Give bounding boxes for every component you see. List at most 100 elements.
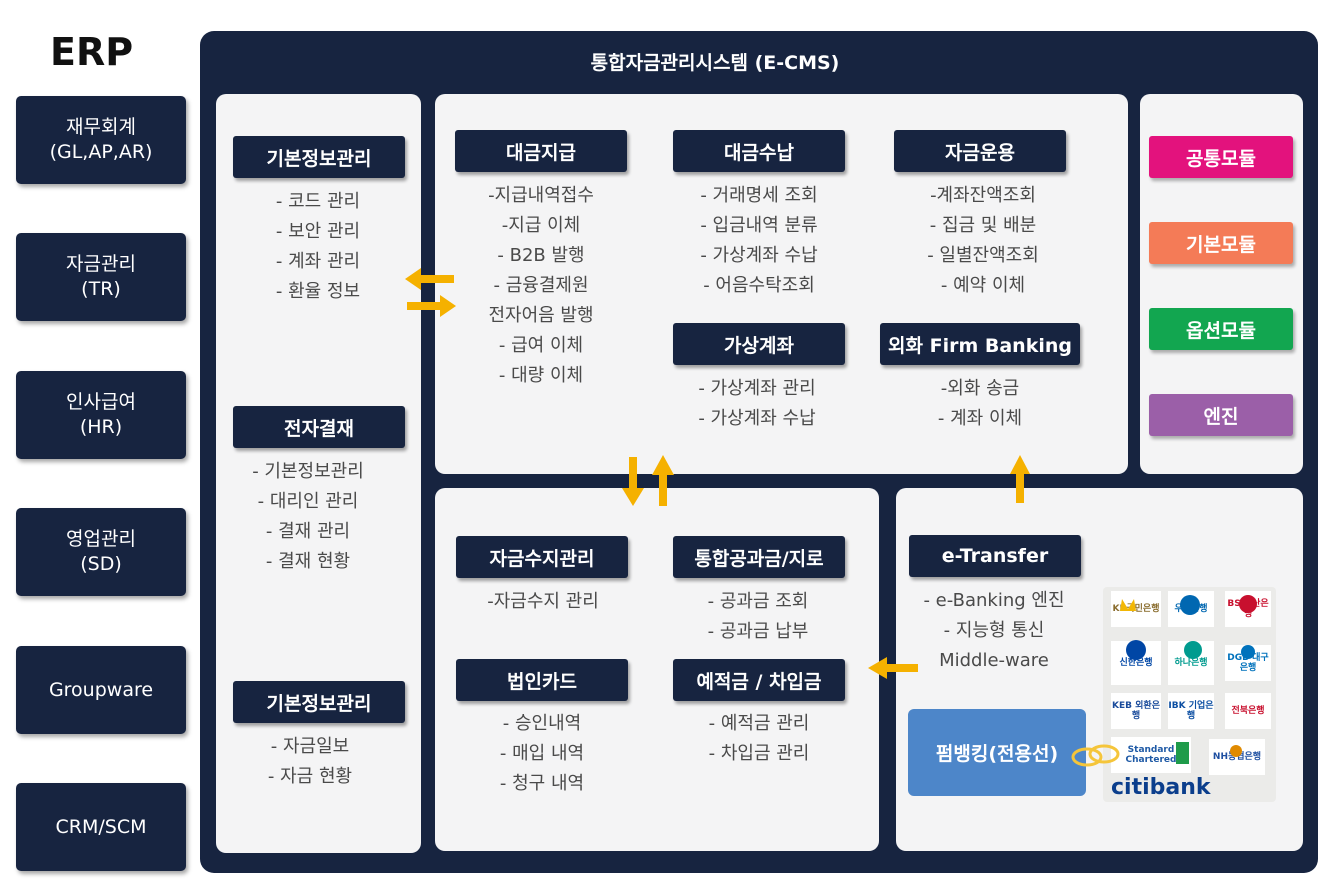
cashflow-items: -자금수지 관리 [443, 587, 643, 617]
corporate-card-items: - 승인내역 - 매입 내역 - 청구 내역 [442, 709, 642, 799]
payment-items: -지급내역접수 -지급 이체 - B2B 발행 - 금융결제원 전자어음 발행 … [441, 181, 641, 391]
list-item: - 집금 및 배분 [929, 215, 1037, 236]
list-item: - 지능형 통신 [943, 620, 1045, 641]
firm-banking-box: 펌뱅킹(전용선) [908, 709, 1086, 796]
erp-module-code: (SD) [80, 553, 122, 575]
deposit-loan-header: 예적금 / 차입금 [673, 659, 845, 701]
arrow-up-icon [1010, 455, 1030, 503]
erp-module-groupware: Groupware [16, 646, 186, 734]
basic-info-header: 기본정보관리 [233, 136, 405, 178]
jeonbuk-bank-logo: 전북은행 [1225, 693, 1271, 729]
citibank-logo: citibank [1111, 775, 1211, 800]
arrow-down-icon [622, 457, 644, 506]
list-item: - 코드 관리 [275, 191, 361, 212]
keb-bank-logo: KEB 외환은행 [1111, 693, 1161, 729]
list-item: - 거래명세 조회 [700, 185, 818, 206]
bank-emblem-icons [1120, 595, 1257, 764]
collection-header: 대금수납 [673, 130, 845, 172]
erp-module-crm-scm: CRM/SCM [16, 783, 186, 871]
list-item: 전자어음 발행 [488, 305, 594, 326]
list-item: - 청구 내역 [499, 773, 585, 794]
list-item: - 대리인 관리 [257, 491, 359, 512]
e-approval-items: - 기본정보관리 - 대리인 관리 - 결재 관리 - 결재 현황 [208, 457, 408, 577]
arrow-left-icon [868, 657, 918, 679]
erp-module-sales: 영업관리 (SD) [16, 508, 186, 596]
engine-legend: 엔진 [1149, 394, 1293, 436]
list-item: -지급 이체 [501, 215, 581, 236]
list-item: - 가상계좌 수납 [698, 408, 816, 429]
cashflow-header: 자금수지관리 [456, 536, 628, 578]
fx-firm-banking-header: 외화 Firm Banking [880, 323, 1080, 365]
list-item: - 자금 현황 [267, 766, 353, 787]
erp-module-label: 재무회계 [66, 116, 136, 138]
ibk-bank-logo: IBK 기업은행 [1168, 693, 1214, 729]
e-transfer-header: e-Transfer [909, 535, 1081, 577]
payment-header: 대금지급 [455, 130, 627, 172]
basic-info-items: - 코드 관리 - 보안 관리 - 계좌 관리 - 환율 정보 [218, 187, 418, 307]
list-item: - 환율 정보 [275, 281, 361, 302]
list-item: - 가상계좌 수납 [700, 245, 818, 266]
list-item: -계좌잔액조회 [930, 185, 1036, 206]
list-item: - e-Banking 엔진 [923, 590, 1065, 611]
erp-module-label: 자금관리 [66, 253, 136, 275]
list-item: - 가상계좌 관리 [698, 378, 816, 399]
list-item: - B2B 발행 [497, 245, 585, 266]
basic-module-legend: 기본모듈 [1149, 222, 1293, 264]
list-item: - 결재 현황 [265, 551, 351, 572]
bank-logos-panel: KB국민은행 우리은행 BS 부산은행 신한은행 하나은행 DGB 대구은행 K… [1103, 587, 1276, 802]
arrow-up-icon [652, 455, 674, 506]
virtual-account-header: 가상계좌 [673, 323, 845, 365]
list-item: - 공과금 납부 [707, 621, 809, 642]
list-item: - 계좌 이체 [937, 408, 1023, 429]
list-item: - 자금일보 [270, 736, 350, 757]
list-item: - 일별잔액조회 [927, 245, 1039, 266]
list-item: - 계좌 관리 [275, 251, 361, 272]
list-item: - 보안 관리 [275, 221, 361, 242]
list-item: - 공과금 조회 [707, 591, 809, 612]
erp-module-label: 영업관리 [66, 528, 136, 550]
e-approval-header: 전자결재 [233, 406, 405, 448]
erp-module-label: Groupware [48, 678, 154, 701]
common-module-legend: 공통모듈 [1149, 136, 1293, 178]
erp-module-hr: 인사급여 (HR) [16, 371, 186, 459]
basic-info-2-items: - 자금일보 - 자금 현황 [210, 732, 410, 792]
list-item: - 결재 관리 [265, 521, 351, 542]
fx-firm-banking-items: -외화 송금 - 계좌 이체 [880, 374, 1080, 434]
arrow-right-icon [407, 295, 456, 317]
erp-module-code: (GL,AP,AR) [49, 141, 153, 163]
erp-module-label: 인사급여 [66, 391, 136, 413]
erp-module-code: (TR) [81, 278, 121, 300]
ecms-title: 통합자금관리시스템 (E-CMS) [590, 52, 840, 74]
list-item: - 차입금 관리 [708, 743, 810, 764]
list-item: - 기본정보관리 [252, 461, 364, 482]
list-item: - 금융결제원 [493, 275, 589, 296]
fund-operation-items: -계좌잔액조회 - 집금 및 배분 - 일별잔액조회 - 예약 이체 [883, 181, 1083, 301]
deposit-loan-items: - 예적금 관리 - 차입금 관리 [659, 709, 859, 769]
corporate-card-header: 법인카드 [456, 659, 628, 701]
collection-items: - 거래명세 조회 - 입금내역 분류 - 가상계좌 수납 - 어음수탁조회 [659, 181, 859, 301]
utility-giro-header: 통합공과금/지로 [673, 536, 845, 578]
list-item: -외화 송금 [940, 378, 1020, 399]
list-item: - 승인내역 [502, 713, 582, 734]
arrow-left-icon [405, 268, 454, 290]
list-item: - 예적금 관리 [708, 713, 810, 734]
chain-link-icon [1071, 744, 1120, 767]
nh-bank-logo: NH농협은행 [1209, 739, 1265, 775]
option-module-legend: 옵션모듈 [1149, 308, 1293, 350]
utility-giro-items: - 공과금 조회 - 공과금 납부 [658, 587, 858, 647]
list-item: -지급내역접수 [488, 185, 594, 206]
e-transfer-items: - e-Banking 엔진 - 지능형 통신 Middle-ware [894, 586, 1094, 676]
list-item: - 매입 내역 [499, 743, 585, 764]
list-item: - 대량 이체 [498, 365, 584, 386]
kb-bank-logo: KB국민은행 [1111, 591, 1161, 627]
erp-module-finance: 재무회계 (GL,AP,AR) [16, 96, 186, 184]
list-item: - 예약 이체 [940, 275, 1026, 296]
basic-info-header-2: 기본정보관리 [233, 681, 405, 723]
list-item: - 입금내역 분류 [700, 215, 818, 236]
list-item: - 어음수탁조회 [703, 275, 815, 296]
erp-module-code: (HR) [79, 416, 123, 438]
list-item: - 급여 이체 [498, 335, 584, 356]
list-item: -자금수지 관리 [487, 591, 599, 612]
erp-module-label: CRM/SCM [55, 815, 147, 838]
